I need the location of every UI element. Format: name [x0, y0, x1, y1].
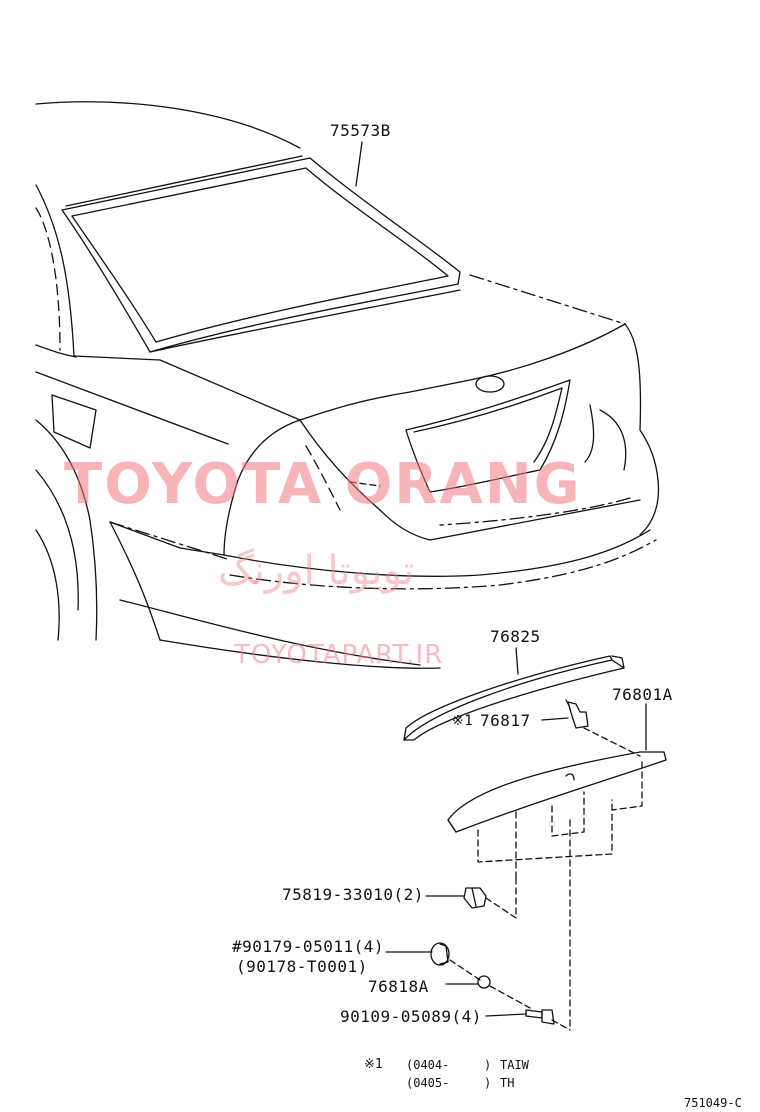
part-76825-molding — [403, 655, 625, 741]
label-90178: (90178-T0001) — [236, 957, 368, 976]
label-76818A: 76818A — [368, 977, 429, 996]
watermark-brand: TOYOTA ORANG — [64, 452, 582, 517]
part-90109-bolt — [525, 1009, 555, 1025]
part-75819-clip — [463, 887, 487, 909]
leader-76825 — [515, 647, 519, 675]
footnote-row2-code: TH — [500, 1076, 515, 1090]
leader-76817 — [541, 717, 569, 721]
part-76817-clip — [565, 699, 589, 729]
label-90109: 90109-05089(4) — [340, 1007, 482, 1026]
part-90179-nut — [430, 942, 450, 966]
leader-75573B — [355, 141, 363, 187]
label-90179: #90179-05011(4) — [232, 937, 384, 956]
leader-90109 — [485, 1013, 527, 1017]
label-75573B: 75573B — [330, 121, 391, 140]
rear-window-weatherstrip — [61, 155, 461, 353]
car-body-outline — [35, 101, 660, 669]
label-75819: 75819-33010(2) — [282, 885, 424, 904]
mounting-dashed-lines — [477, 761, 643, 1031]
footnote-row1-close: ) — [484, 1058, 492, 1072]
label-76801A: 76801A — [612, 685, 673, 704]
footnote-mark: ※1 — [364, 1057, 383, 1072]
part-76801A-garnish — [447, 751, 667, 833]
footnote-row2-close: ) — [484, 1076, 492, 1090]
watermark-url: TOYOTAPART.IR — [234, 640, 444, 670]
label-76817: 76817 — [480, 711, 531, 730]
footnote-row2-range: (0405- — [406, 1076, 450, 1090]
label-76825: 76825 — [490, 627, 541, 646]
diagram-code: 751049-C — [684, 1096, 742, 1110]
footnote-row1-range: (0404- — [406, 1058, 450, 1072]
label-76817-mark: ※1 — [452, 713, 474, 729]
footnote-row1-code: TAIW — [500, 1058, 529, 1072]
trunk-plate-recess — [405, 375, 571, 493]
watermark-brand-persian: تویوتا اورنگ — [218, 548, 415, 594]
part-76818A-washer — [477, 975, 491, 989]
